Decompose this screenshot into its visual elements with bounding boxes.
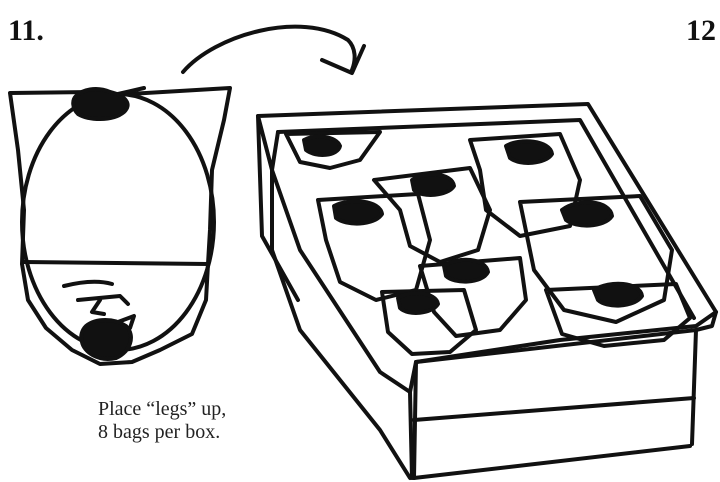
- caption-line-1: Place “legs” up,: [98, 398, 318, 421]
- box-with-bags-drawing: [258, 104, 716, 478]
- instruction-caption: Place “legs” up, 8 bags per box.: [98, 398, 318, 444]
- box-bag-8: [546, 284, 690, 346]
- single-bag-drawing: [10, 88, 230, 364]
- curved-arrow-icon: [183, 27, 364, 73]
- caption-line-2: 8 bags per box.: [98, 421, 318, 444]
- box-bag-7: [382, 290, 476, 354]
- box-bag-5: [520, 196, 672, 322]
- box-bag-3: [374, 168, 490, 262]
- box-bag-1: [286, 132, 380, 168]
